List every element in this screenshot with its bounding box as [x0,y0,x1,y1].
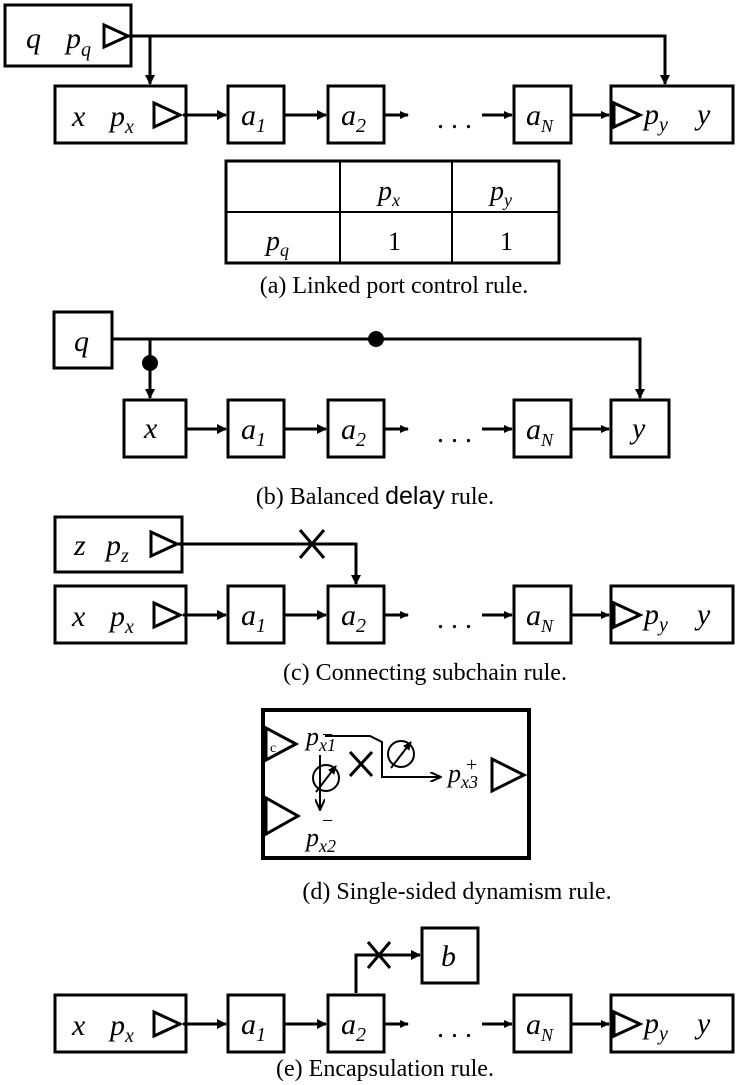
edge-a2-b [354,950,421,993]
port-py-triangle [612,100,644,130]
table-row-pq: pq [264,226,289,260]
actor-a1-label-e: a1 [241,1008,266,1046]
ellipsis-b: . . . [437,418,472,449]
caption-a: (a) Linked port control rule. [260,273,529,299]
actor-x-box-d [261,708,531,860]
forbidden-cross-c [298,529,326,559]
edge-x1-x3 [325,735,441,777]
actor-a2-label-e: a2 [341,1008,366,1046]
port-px2-label: px2 [304,823,336,856]
ellipsis-e: . . . [437,1013,472,1044]
actor-y-box-e [609,993,735,1054]
caption-d: (d) Single-sided dynamism rule. [302,879,611,905]
actor-x-label-c: x [71,600,86,633]
table-header-py: py [488,176,512,210]
panel-d: c px1 − px2 − px3 + (d) Single-sided dyn… [261,708,612,905]
edge-q-to-y [150,34,670,85]
edge-q-to-y-b [112,337,645,399]
port-py-triangle-e [612,1009,644,1039]
actor-y-box-b [609,398,671,459]
port-py-label: py [642,98,668,136]
actor-y-label-e: y [694,1007,711,1040]
panel-e: b x px a1 a2 . . . aN py y (e) Encapsula… [53,926,735,1082]
actor-a2-label-b: a2 [341,413,366,451]
port-px-label: px [108,100,134,138]
panel-c: z pz x px a1 a2 . . . aN py y (c) Connec… [53,515,735,686]
delay-token-2 [368,331,384,347]
port-py-label-c: py [642,598,668,636]
actor-y-label-c: y [694,598,711,631]
port-px-triangle-c [152,600,184,630]
port-pq-triangle [102,22,132,50]
port-px-triangle [152,100,184,130]
caption-c: (c) Connecting subchain rule. [283,660,567,686]
delay-token-1 [142,355,158,371]
table-cell-1: 1 [388,227,401,256]
edge-z-a2 [177,542,361,585]
actor-z-label: z [73,529,86,562]
actor-a1-label-c: a1 [241,599,266,637]
port-px3-sign: + [466,754,477,776]
actor-a1-label: a1 [241,99,266,137]
switch-icon-2 [387,740,415,769]
port-px2-sign: − [322,810,333,832]
port-px-triangle-e [152,1009,184,1039]
port-x2-triangle [264,795,302,837]
port-px1-label: px1 [304,722,336,755]
actor-b-label: b [441,940,456,973]
actor-y-box [609,84,735,145]
port-px3-label: px3 [446,759,478,792]
port-py-triangle-c [612,600,644,630]
actor-y-box-c [609,584,735,645]
actor-aN-label-c: aN [526,599,554,636]
actor-aN-label-b: aN [526,413,554,450]
forbidden-cross-e [366,941,392,969]
port-table: px py pq 1 1 [224,159,561,265]
actor-x-label-e: x [71,1009,86,1042]
actor-x-label: x [71,100,86,133]
panel-a: q pq x px a1 a2 . . . aN py y [3,3,735,299]
actor-b-box [420,926,480,985]
actor-q-label: q [26,22,41,55]
port-x3-triangle [490,756,528,794]
actor-y-label-b: y [629,412,646,445]
actor-a2-label-c: a2 [341,599,366,637]
ellipsis-c: . . . [437,604,472,635]
actor-a2-label: a2 [341,99,366,137]
actor-aN-label-e: aN [526,1008,554,1045]
port-pz-label: pz [104,529,129,567]
port-pq-label: pq [64,22,91,61]
table-header-px: px [376,176,400,210]
actor-y-label: y [694,98,711,131]
switch-icon-1 [312,764,340,793]
table-cell-2: 1 [500,227,513,256]
port-x1-triangle [264,725,300,763]
actor-x-label-b: x [143,412,158,445]
port-py-label-e: py [642,1007,668,1045]
port-c-marker: c [270,741,276,756]
actor-q-label-b: q [74,325,89,358]
port-px-label-c: px [108,600,134,638]
forbidden-cross-d [348,750,374,778]
actor-a1-label-b: a1 [241,413,266,451]
port-pz-triangle [149,529,181,559]
caption-b: (b) Balanced delay rule. [256,482,494,510]
actor-aN-label: aN [526,99,554,136]
ellipsis: . . . [437,104,472,135]
panel-b: q x a1 a2 . . . aN y (b) Balanced delay … [52,310,671,510]
caption-e: (e) Encapsulation rule. [276,1056,494,1082]
port-px-label-e: px [108,1009,134,1047]
